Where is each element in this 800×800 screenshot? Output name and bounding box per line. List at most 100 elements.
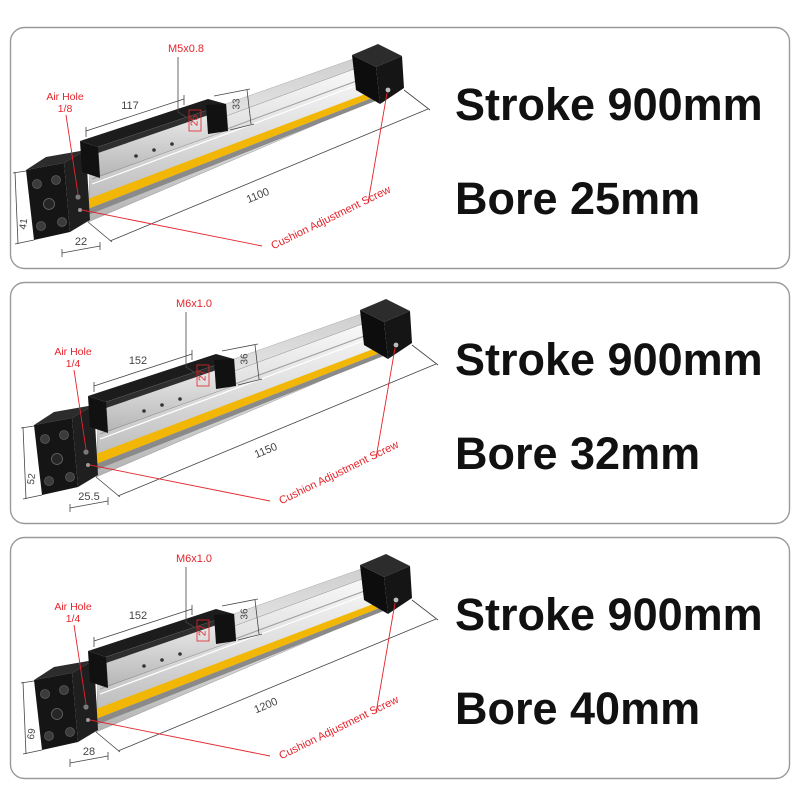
carriage-top-edge [106, 359, 234, 408]
air-hole-leader [73, 624, 87, 705]
profile-lower-edge [96, 606, 386, 725]
carriage-screw [178, 397, 182, 401]
cushion-screw [86, 718, 90, 722]
carriage-left-block [80, 141, 100, 178]
dim-carriage-length: 152 [129, 355, 147, 367]
extension-line [229, 123, 255, 131]
dim-carriage-length: 117 [121, 100, 139, 112]
stroke-spec: Stroke 900mm [455, 79, 763, 130]
extension-line [213, 88, 251, 97]
air-hole-leader [65, 114, 79, 195]
port-hole [51, 708, 63, 720]
cushion-screw [78, 208, 82, 212]
bore-spec: Bore 25mm [455, 173, 700, 224]
mounting-hole [59, 430, 69, 440]
dimension-line-total-length [117, 363, 437, 497]
port-hole [51, 453, 63, 465]
right-end-cap-front [384, 311, 412, 359]
yellow-seal-strip [96, 345, 385, 464]
dimension-line-cap-height [22, 681, 27, 755]
dimension-line-cap-depth [69, 755, 109, 764]
cushion-screw [385, 87, 391, 93]
air-hole-label: Air Hole [46, 91, 84, 103]
thread-spec-label: M5x0.8 [168, 43, 204, 55]
mounting-hole [36, 221, 46, 231]
air-hole [83, 704, 89, 710]
air-hole [75, 194, 81, 200]
profile-highlight [99, 334, 380, 440]
mounting-hole [44, 476, 54, 486]
carriage-screw [160, 403, 164, 407]
carriage-screw [160, 658, 164, 662]
carriage-height-box [196, 619, 210, 642]
panel-border [9, 536, 791, 780]
air-hole-leader [73, 369, 87, 450]
dim-cap-depth: 22 [75, 236, 87, 248]
cushion-leader-right [367, 92, 388, 204]
dim-carriage-width: 36 [240, 353, 251, 365]
dim-carriage-height: 25 [190, 115, 201, 127]
carriage-left-block [88, 396, 108, 433]
left-end-cap-top [34, 660, 94, 680]
extension-line [411, 344, 439, 366]
extension-line [237, 378, 263, 386]
carriage-screw [134, 154, 138, 158]
carriage-side [105, 613, 237, 687]
bore-spec: Bore 32mm [455, 428, 700, 479]
carriage-screw [170, 142, 174, 146]
mounting-hole [40, 689, 50, 699]
carriage-top-edge [106, 614, 234, 663]
right-end-cap-side [360, 565, 388, 614]
port-hole [43, 198, 55, 210]
dimension-line-cap-depth [69, 500, 109, 509]
cushion-leader-right [375, 602, 396, 714]
stroke-spec: Stroke 900mm [455, 334, 763, 385]
mounting-hole [40, 434, 50, 444]
mounting-hole [32, 179, 42, 189]
extension-line [411, 599, 439, 621]
left-end-cap-top [26, 150, 86, 170]
extension-line [221, 598, 259, 607]
cushion-screw [86, 463, 90, 467]
air-hole-size-label: 1/4 [66, 358, 81, 370]
thread-spec-label: M6x1.0 [176, 553, 212, 565]
carriage-left-block [88, 651, 108, 688]
mounting-hole [51, 175, 61, 185]
dimension-line-cap-depth [61, 245, 101, 254]
profile-highlight [91, 79, 372, 185]
profile-highlight [99, 589, 380, 695]
thread-leader [177, 57, 187, 118]
dim-cap-depth: 25.5 [78, 491, 99, 503]
dimension-line-cap-height [14, 171, 19, 245]
dim-cap-height: 41 [18, 217, 31, 230]
air-hole-label: Air Hole [54, 346, 92, 358]
dimension-line-carriage-width [246, 89, 252, 125]
dimension-line-carriage-length [93, 353, 193, 387]
dim-carriage-height: 27 [198, 370, 209, 382]
carriage-top [88, 609, 234, 657]
thread-leader [185, 567, 195, 628]
extension-line [95, 476, 121, 498]
extension-line [237, 633, 263, 641]
carriage-screw [142, 409, 146, 413]
dimension-line-cap-height [22, 426, 27, 500]
right-end-cap-side [352, 55, 380, 104]
carriage-height-box [188, 109, 202, 132]
cushion-leader-left [89, 719, 271, 757]
extension-line [95, 731, 121, 753]
dim-carriage-length: 152 [129, 610, 147, 622]
carriage-screw [152, 148, 156, 152]
right-end-cap-front [384, 566, 412, 614]
extension-line [221, 343, 259, 352]
dim-cap-height: 52 [26, 472, 39, 485]
carriage-top-edge [98, 104, 226, 153]
cushion-screw [393, 597, 399, 603]
mounting-hole [65, 727, 75, 737]
cushion-leader-right [375, 347, 396, 459]
carriage-right-block [206, 104, 228, 134]
yellow-seal-strip [96, 600, 385, 719]
